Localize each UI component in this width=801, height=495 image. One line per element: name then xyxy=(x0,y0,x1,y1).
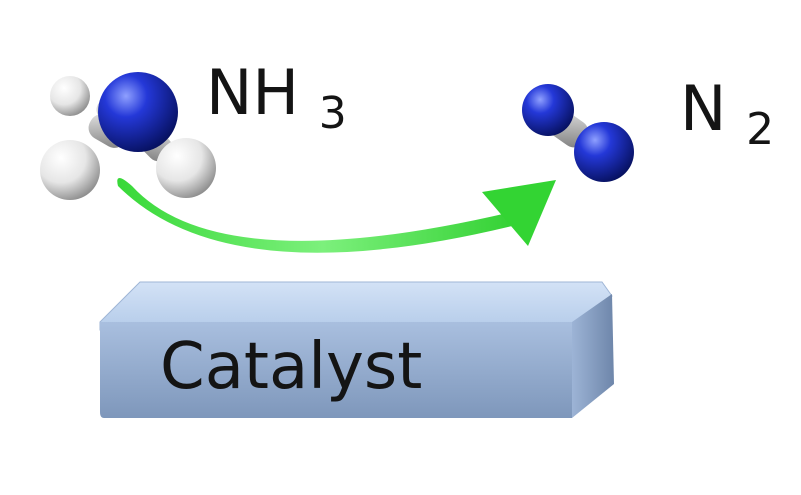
reaction-arrow xyxy=(117,178,556,253)
nitrogen-atom xyxy=(98,72,178,152)
catalyst-front-face xyxy=(100,322,572,418)
ammonia-molecule xyxy=(40,72,216,200)
nitrogen-atom-1 xyxy=(522,84,574,136)
reactant-formula-subscript: 3 xyxy=(319,88,347,139)
reaction-arrow-head xyxy=(482,180,556,246)
hydrogen-atom-back xyxy=(50,76,90,116)
nitrogen-atom-2 xyxy=(574,122,634,182)
catalyst-label: Catalyst xyxy=(160,330,422,404)
catalyst-block: Catalyst xyxy=(99,281,614,418)
product-formula-main: N xyxy=(680,72,726,145)
hydrogen-atom-left xyxy=(40,140,100,200)
product-formula-subscript: 2 xyxy=(746,104,774,155)
hydrogen-atom-right xyxy=(156,138,216,198)
reactant-formula-main: NH xyxy=(206,56,299,129)
reactant-formula: NH 3 xyxy=(206,56,347,139)
catalyst-side-face xyxy=(572,294,614,418)
product-formula: N 2 xyxy=(680,72,774,155)
reaction-arrow-body xyxy=(117,178,528,253)
nitrogen-molecule xyxy=(522,84,634,182)
